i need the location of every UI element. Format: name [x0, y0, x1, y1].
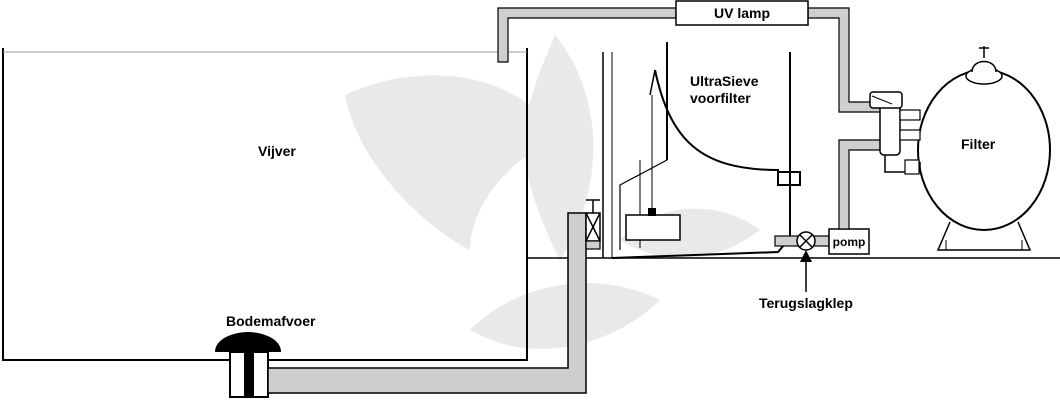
- pump-box: [828, 228, 870, 255]
- pump-label: pomp: [833, 235, 866, 249]
- ultrasieve-label-line2: voorfilter: [690, 90, 751, 106]
- uv-to-pond-pipe: [497, 7, 677, 63]
- filter-label: Filter: [961, 136, 996, 152]
- pond-label: Vijver: [258, 143, 296, 159]
- arrow-up-icon: [800, 250, 812, 292]
- uv-lamp-box: [675, 0, 809, 26]
- check-valve-label: Terugslagklep: [759, 295, 853, 311]
- check-valve-icon: [796, 231, 816, 251]
- ultrasieve-label-line1: UltraSieve: [690, 73, 759, 89]
- bottom-drain: [215, 332, 281, 398]
- bottom-drain-label: Bodemafvoer: [226, 313, 316, 329]
- ball-valve-icon: [585, 199, 601, 242]
- pump-to-filter-pipe: [838, 139, 886, 230]
- sand-filter: [917, 46, 1051, 251]
- uv-lamp-label: UV lamp: [714, 5, 770, 21]
- leaf-watermark-icon: [345, 35, 760, 349]
- multiport-valve-icon: [869, 91, 921, 175]
